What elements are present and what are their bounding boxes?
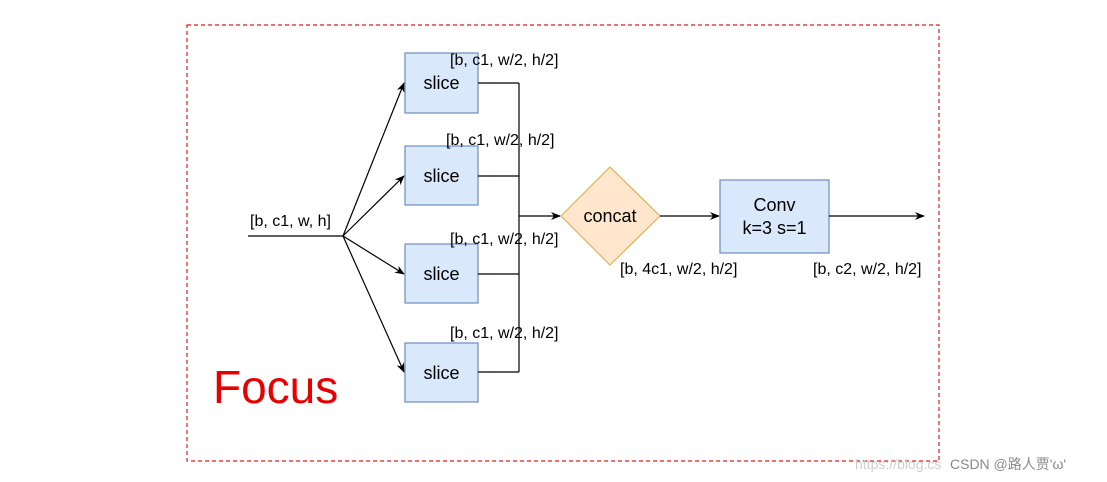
slice-2-shape-label: [b, c1, w/2, h/2]: [446, 132, 555, 149]
slice-node-4: slice: [404, 342, 479, 403]
concat-label: concat: [583, 206, 636, 226]
slice-label: slice: [423, 264, 459, 284]
conv-node: Conv k=3 s=1: [719, 179, 830, 254]
arrow-to-slice-1: [342, 82, 405, 237]
slice-node-3: slice: [404, 243, 479, 304]
slice-box: [404, 243, 479, 304]
slice-4-shape-label: [b, c1, w/2, h/2]: [450, 325, 559, 342]
conv-label-line2: k=3 s=1: [742, 218, 806, 238]
slice-node-2: slice: [404, 145, 479, 206]
conv-shape-label: [b, c2, w/2, h/2]: [813, 261, 922, 278]
slice-box: [404, 342, 479, 403]
slice-label: slice: [423, 363, 459, 383]
concat-shape-label: [b, 4c1, w/2, h/2]: [620, 261, 737, 278]
slice-box: [404, 52, 479, 114]
slice-label: slice: [423, 73, 459, 93]
slice-1-shape-label: [b, c1, w/2, h/2]: [450, 52, 559, 69]
slice-node-1: slice: [404, 52, 479, 114]
arrow-to-slice-3: [342, 235, 405, 275]
arrow-to-slice-2: [342, 175, 405, 237]
slice-label: slice: [423, 166, 459, 186]
watermark-text: CSDN @路人贾'ω': [950, 456, 1066, 472]
arrow-to-slice-4: [342, 235, 405, 373]
conv-box: [719, 179, 830, 254]
input-shape-label: [b, c1, w, h]: [250, 213, 331, 230]
concat-diamond: [560, 166, 661, 266]
concat-node: concat: [560, 166, 661, 266]
conv-label-line1: Conv: [753, 195, 795, 215]
slice-3-shape-label: [b, c1, w/2, h/2]: [450, 231, 559, 248]
focus-title: Focus: [213, 361, 338, 413]
watermark-faint-text: https://blog.cs: [855, 456, 941, 472]
focus-frame: [186, 24, 940, 462]
